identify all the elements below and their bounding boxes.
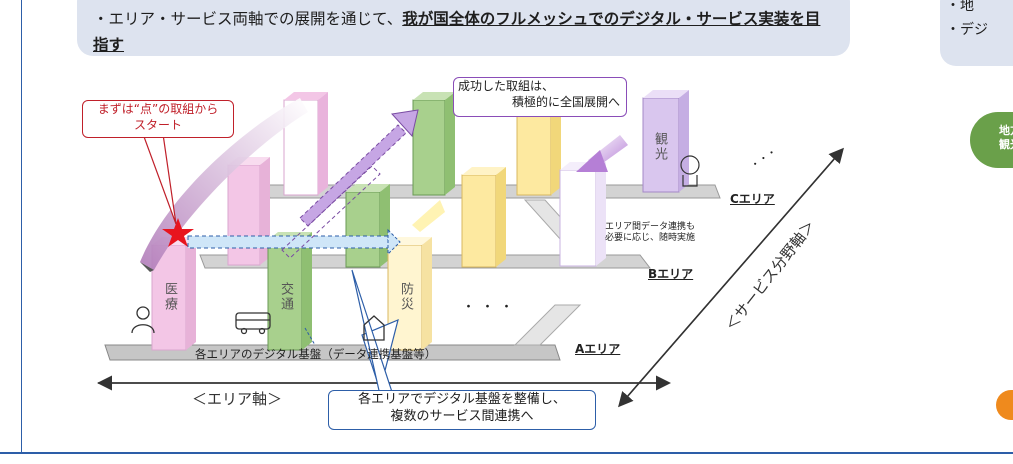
right-line-1: ・地 <box>946 0 974 14</box>
transport-label: 交通 <box>278 282 293 312</box>
pillar-b-white <box>559 162 606 267</box>
area-a-label: Aエリア <box>575 342 621 356</box>
platform-line-1: 各エリアでデジタル基盤を整備し、 <box>358 392 566 407</box>
expand-line-2: 積極的に全国展開へ <box>511 95 620 109</box>
start-star-icon <box>162 218 194 247</box>
header-bold: 我が国全体のフルメッシュでのデジタル・サービス実装を目指す <box>93 10 821 54</box>
header-bullet: ・エリア・サービス両軸での展開を通じて、 <box>93 10 403 28</box>
horizontal-expansion-arrow <box>187 228 401 256</box>
disaster-label: 防災 <box>398 282 413 312</box>
slide-frame <box>21 0 1013 453</box>
header-text: ・エリア・サービス両軸での展開を通じて、我が国全体のフルメッシュでのデジタル・サ… <box>93 6 833 58</box>
diagonal-expansion-arrow-1 <box>299 109 419 227</box>
pillar-c-green <box>412 92 455 196</box>
house-icon <box>363 315 385 341</box>
platform-line-2: 複数のサービス間連携へ <box>390 409 534 424</box>
right-panel-text: ・地 ・デジ <box>946 0 988 42</box>
bottom-rule <box>0 452 1013 454</box>
right-panel <box>940 0 1013 66</box>
header-box <box>77 0 850 56</box>
tourism-badge[interactable]: 地方 観光 <box>970 112 1013 168</box>
row-ellipsis: ・・・ <box>462 300 520 315</box>
diagonal-expansion-arrow-2 <box>281 165 381 259</box>
doctor-icon <box>131 306 155 334</box>
platform-callout: 各エリアでデジタル基盤を整備し、 複数のサービス間連携へ <box>328 390 596 430</box>
pillar-c-purple <box>642 90 689 193</box>
tourism-character-icon <box>680 155 700 187</box>
pillar-b-green <box>345 184 390 268</box>
disaster-sparkle <box>412 200 445 232</box>
medical-label: 医療 <box>162 282 177 312</box>
right-line-2: ・デジ <box>946 22 988 38</box>
expand-callout: 成功した取組は、 積極的に全国展開へ <box>453 77 627 117</box>
inter-area-note: エリア間データ連携も 必要に応じ、随時実施 <box>605 222 696 243</box>
base-label: 各エリアのデジタル基盤（データ連携基盤等） <box>195 347 437 361</box>
bus-icon <box>235 312 271 335</box>
start-beam <box>140 98 308 270</box>
area-axis-label: ＜エリア軸＞ <box>192 390 283 408</box>
area-c-label: Cエリア <box>730 192 775 206</box>
tourism-label: 観光 <box>652 132 667 162</box>
start-callout: まずは“点”の取組から スタート <box>82 100 234 138</box>
pillar-b-yellow <box>461 167 506 268</box>
orange-pill-button[interactable] <box>996 390 1013 420</box>
inter-area-link-ab <box>513 304 582 346</box>
expand-line-1: 成功した取組は、 <box>458 79 555 93</box>
pillar-c-yellow <box>516 100 561 196</box>
area-b-label: Bエリア <box>648 267 694 281</box>
